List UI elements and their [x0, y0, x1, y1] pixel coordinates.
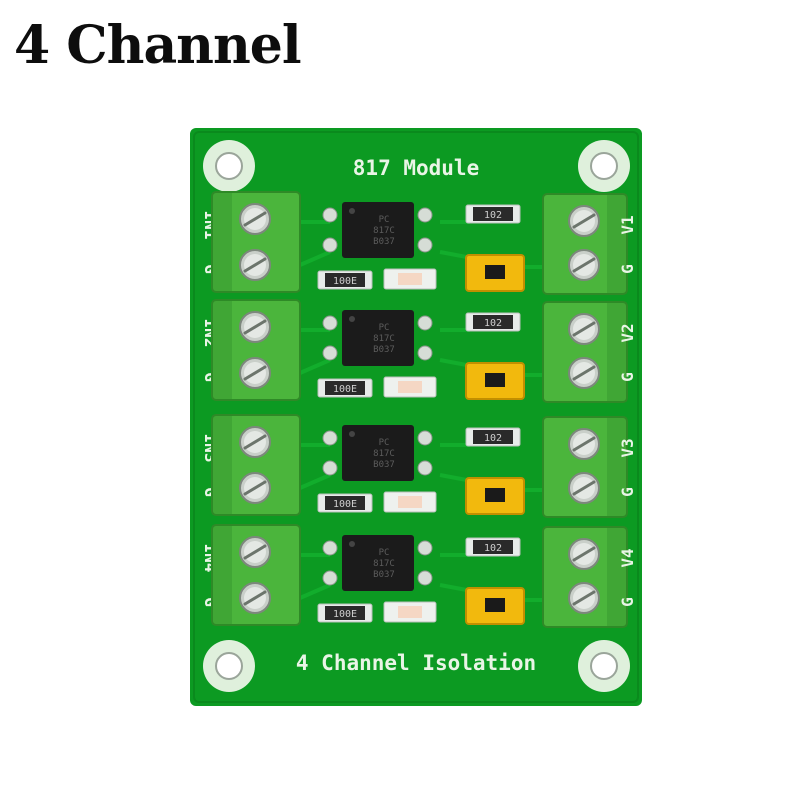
output-resistor-4-marking: 102 [484, 543, 502, 554]
output-resistor-1-marking: 102 [484, 210, 502, 221]
heading-title: 4 Channel [14, 15, 302, 76]
input-ground-label-4: G [201, 597, 220, 607]
screw-icon [568, 538, 600, 570]
output-label-1: V1 [618, 215, 637, 234]
input-ground-label-2: G [201, 372, 220, 382]
screw-icon [568, 428, 600, 460]
status-led-2 [383, 376, 437, 398]
input-terminal-block-2 [211, 299, 301, 401]
status-led-1 [383, 268, 437, 290]
output-resistor-2: 102 [465, 312, 521, 332]
output-resistor-3: 102 [465, 427, 521, 447]
output-ground-label-4: G [618, 597, 637, 607]
screw-icon [239, 472, 271, 504]
chip-marking-1-3: B037 [373, 237, 395, 247]
output-label-3: V3 [618, 438, 637, 457]
input-terminal-block-4 [211, 524, 301, 626]
screw-icon [568, 357, 600, 389]
output-ground-label-1: G [618, 264, 637, 274]
chip-marking-3-3: B037 [373, 460, 395, 470]
screw-icon [239, 249, 271, 281]
led-resistor-1: 100E [317, 270, 373, 290]
chip-marking-2-1: PC [379, 323, 390, 333]
output-terminal-block-4 [542, 526, 628, 628]
jumper-1 [465, 254, 525, 292]
screw-icon [568, 313, 600, 345]
chip-marking-4-1: PC [379, 548, 390, 558]
chip-marking-3-2: 817C [373, 449, 395, 459]
chip-marking-3-1: PC [379, 438, 390, 448]
output-terminal-block-3 [542, 416, 628, 518]
led-resistor-1-marking: 100E [333, 276, 357, 287]
led-resistor-2: 100E [317, 378, 373, 398]
output-label-4: V4 [618, 548, 637, 567]
chip-marking-2-2: 817C [373, 334, 395, 344]
screw-icon [568, 249, 600, 281]
screw-icon [239, 203, 271, 235]
jumper-3 [465, 477, 525, 515]
screw-icon [568, 205, 600, 237]
chip-marking-1-1: PC [379, 215, 390, 225]
output-resistor-4: 102 [465, 537, 521, 557]
status-led-4 [383, 601, 437, 623]
input-ground-label-1: G [201, 264, 220, 274]
screw-icon [568, 472, 600, 504]
led-resistor-3-marking: 100E [333, 499, 357, 510]
board-top-label: 817 Module [353, 156, 479, 180]
led-resistor-4-marking: 100E [333, 609, 357, 620]
input-terminal-block-1 [211, 191, 301, 293]
mounting-hole-top-right [578, 140, 630, 192]
mounting-hole-bottom-right [578, 640, 630, 692]
led-resistor-2-marking: 100E [333, 384, 357, 395]
input-terminal-block-3 [211, 414, 301, 516]
output-resistor-1: 102 [465, 204, 521, 224]
jumper-4 [465, 587, 525, 625]
screw-icon [239, 536, 271, 568]
status-led-3 [383, 491, 437, 513]
screw-icon [239, 426, 271, 458]
output-label-2: V2 [618, 323, 637, 342]
screw-icon [239, 582, 271, 614]
chip-marking-4-3: B037 [373, 570, 395, 580]
output-resistor-3-marking: 102 [484, 433, 502, 444]
chip-marking-1-2: 817C [373, 226, 395, 236]
jumper-2 [465, 362, 525, 400]
screw-icon [239, 311, 271, 343]
screw-icon [568, 582, 600, 614]
board-bottom-label: 4 Channel Isolation [296, 651, 536, 675]
chip-marking-4-2: 817C [373, 559, 395, 569]
output-ground-label-3: G [618, 487, 637, 497]
pcb-board [190, 128, 642, 706]
mounting-hole-bottom-left [203, 640, 255, 692]
chip-marking-2-3: B037 [373, 345, 395, 355]
output-resistor-2-marking: 102 [484, 318, 502, 329]
led-resistor-4: 100E [317, 603, 373, 623]
output-terminal-block-2 [542, 301, 628, 403]
screw-icon [239, 357, 271, 389]
output-ground-label-2: G [618, 372, 637, 382]
input-ground-label-3: G [201, 487, 220, 497]
output-terminal-block-1 [542, 193, 628, 295]
mounting-hole-top-left [203, 140, 255, 192]
led-resistor-3: 100E [317, 493, 373, 513]
